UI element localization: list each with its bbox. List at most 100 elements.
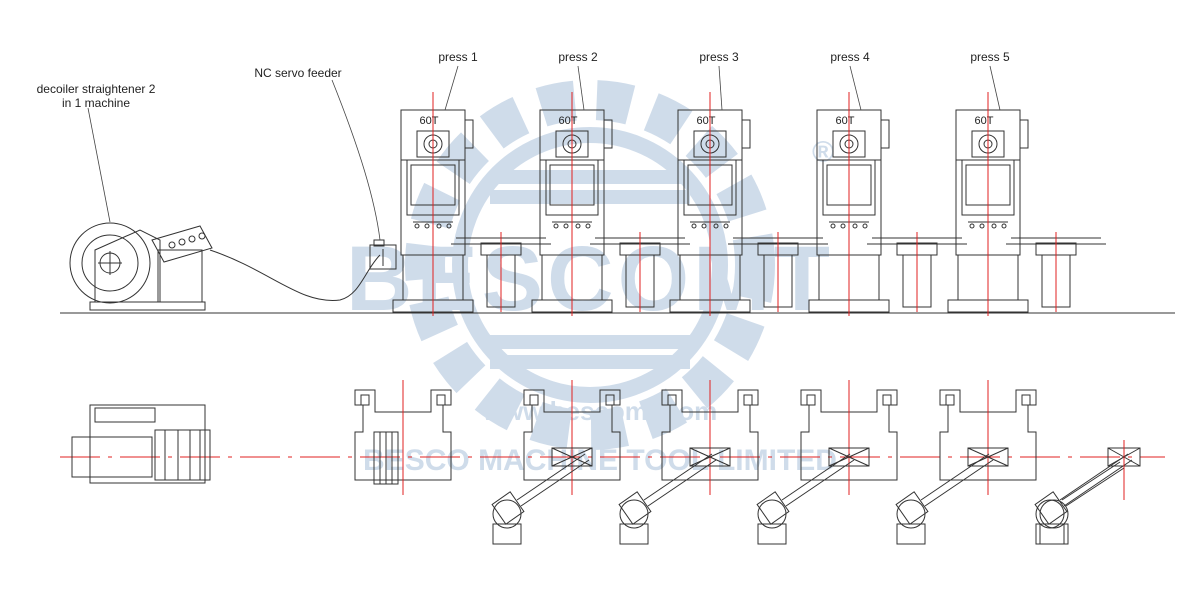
press-bolt — [723, 223, 729, 229]
press-top-group — [354, 380, 1037, 495]
press-bolt — [969, 223, 975, 229]
press-flywheel-cover — [464, 119, 474, 149]
exit-robot-arm-b — [1065, 467, 1125, 507]
press-4-side: 60T — [808, 65, 967, 316]
press-bolt — [1001, 223, 1007, 229]
coil-mid — [81, 234, 139, 292]
press-plan-ear-right — [605, 394, 615, 406]
robot-arm-top-b — [785, 459, 855, 507]
end-robot — [1039, 440, 1141, 545]
press-bolt — [414, 223, 420, 229]
press-2-top — [523, 380, 621, 495]
watermark-registered: ® — [812, 136, 834, 169]
robot-arm-top-a — [920, 453, 990, 501]
press-bolt — [424, 223, 430, 229]
press-bolt — [979, 223, 985, 229]
die-cross-b — [689, 447, 731, 467]
press-1-label: press 1 — [438, 50, 478, 64]
press-bolt — [691, 223, 697, 229]
press-2-label: press 2 — [558, 50, 598, 64]
press-plan-ear-right — [436, 394, 446, 406]
decoiler-base — [89, 301, 206, 311]
press-2-tonnage: 60T — [559, 115, 578, 127]
press-1-top — [354, 380, 452, 495]
press-1-leader — [444, 65, 459, 111]
press-flywheel-cover — [880, 119, 890, 149]
press-bolt — [701, 223, 707, 229]
press-2-side: 60T — [531, 65, 690, 316]
robot-1-top — [491, 453, 590, 545]
press-2-leader — [577, 65, 585, 111]
robot-base-top — [492, 523, 522, 545]
strip-material — [209, 249, 381, 301]
side-elevation-view: 60T 60T 60T 60T 60T — [60, 65, 1175, 316]
robot-wrist — [756, 491, 790, 525]
press-5-top — [939, 380, 1037, 495]
press-plan-frame — [939, 389, 1037, 481]
press-flywheel-cover — [603, 119, 613, 149]
coil-outer — [69, 222, 151, 304]
watermark-bar-bottom2 — [490, 355, 690, 369]
die-block — [689, 447, 731, 467]
robot-4-top — [895, 453, 994, 545]
decoiler-label-line1: decoiler straightener 2 — [36, 82, 156, 96]
watermark-gear-inner — [452, 127, 728, 403]
press-bolt — [575, 223, 581, 229]
robot-arm-top-b — [520, 459, 590, 507]
robot-arm-top-b — [1063, 459, 1133, 507]
press-bolt — [862, 223, 868, 229]
press-4-tonnage: 60T — [836, 115, 855, 127]
press-bolt — [830, 223, 836, 229]
feeder-top-view — [373, 431, 399, 485]
robot-arm-top-a — [516, 453, 586, 501]
die-block — [828, 447, 870, 467]
press-5-label: press 5 — [970, 50, 1010, 64]
press-plan-ear-left — [529, 394, 539, 406]
press-plan-ear-left — [360, 394, 370, 406]
press-3-leader — [718, 65, 723, 111]
press-plan-ear-right — [743, 394, 753, 406]
die-block — [967, 447, 1009, 467]
press-5-leader — [989, 65, 1001, 111]
robot-3-top — [756, 453, 855, 545]
press-bolt — [840, 223, 846, 229]
press-5-tonnage: 60T — [975, 115, 994, 127]
robot-wrist — [618, 491, 652, 525]
robot-5-top — [1034, 453, 1133, 545]
die-cross-b — [551, 447, 593, 467]
press-3-label: press 3 — [699, 50, 739, 64]
press-bolt — [852, 223, 858, 229]
press-bolt — [713, 223, 719, 229]
watermark-gear — [405, 80, 775, 450]
press-flywheel-cover — [1019, 119, 1029, 149]
decoiler-label-line2: in 1 machine — [61, 96, 131, 110]
watermark-company: BESCO MACHINE TOOL LIMITED — [363, 444, 837, 477]
decoiler-top-view — [71, 404, 211, 484]
robot-arm-top-b — [924, 459, 994, 507]
press-side-group: 60T 60T 60T 60T 60T — [392, 65, 1106, 316]
watermark-bar-top2 — [490, 190, 690, 204]
press-5-side: 60T — [947, 65, 1106, 316]
feeder-label: NC servo feeder — [254, 66, 342, 80]
die-cross-b — [828, 447, 870, 467]
callout-leaders — [87, 79, 381, 241]
press-plan-ear-left — [945, 394, 955, 406]
press-plan-frame — [523, 389, 621, 481]
die-cross-b — [967, 447, 1009, 467]
press-1-side: 60T — [392, 65, 551, 316]
press-4-leader — [849, 65, 862, 111]
press-bolt — [436, 223, 442, 229]
press-plan-frame — [354, 389, 452, 481]
watermark: BESCOMT ® www.bescomt.com BESCO MACHINE … — [346, 80, 837, 477]
press-flywheel-cover — [741, 119, 751, 149]
press-plan-frame — [661, 389, 759, 481]
robot-wrist — [895, 491, 929, 525]
press-3-side: 60T — [669, 65, 828, 316]
press-4-label: press 4 — [830, 50, 870, 64]
straightener-frame — [157, 249, 203, 303]
press-bolt — [585, 223, 591, 229]
press-bolt — [991, 223, 997, 229]
feeder-leader — [331, 79, 381, 241]
